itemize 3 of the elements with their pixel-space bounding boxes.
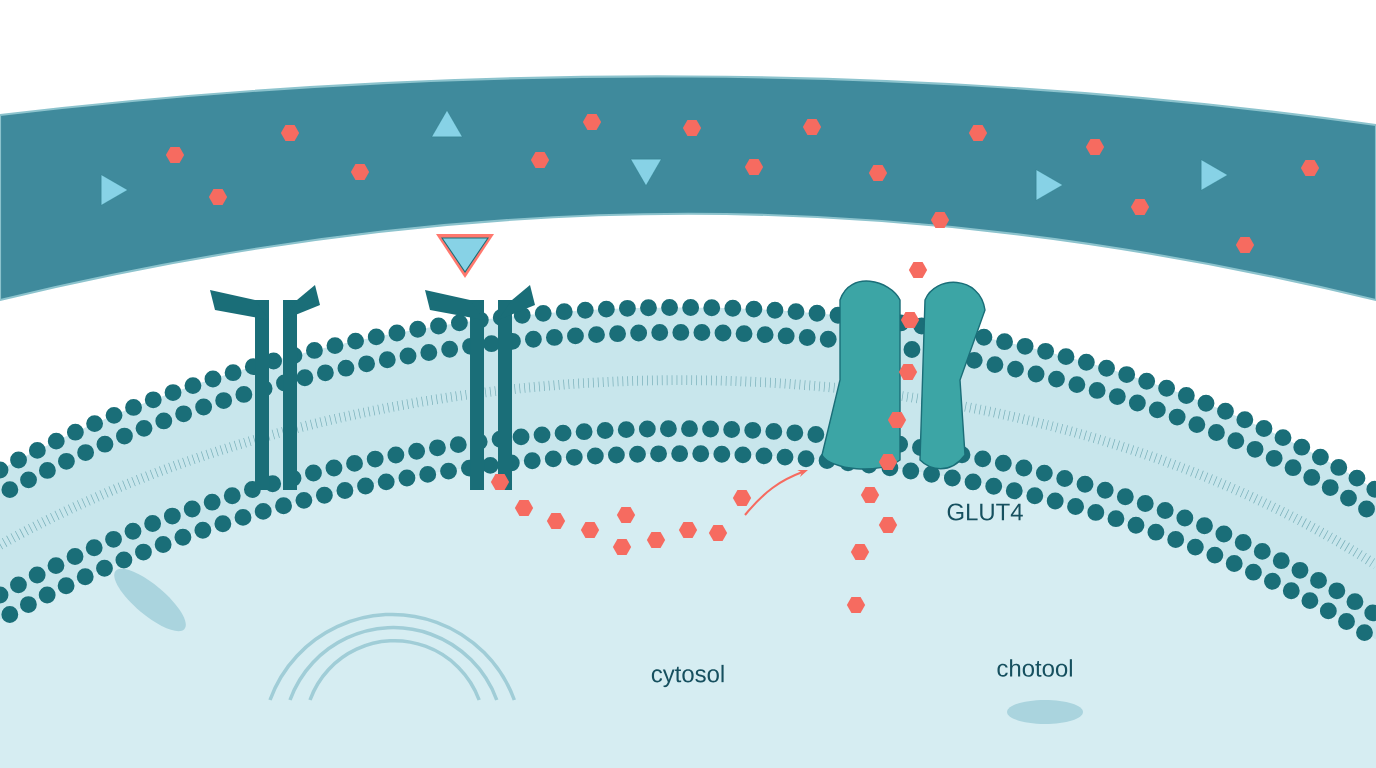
protein-label: GLUT4 [947, 503, 1023, 521]
region-label: cytosol [651, 664, 724, 688]
region-label: chotool [997, 659, 1072, 677]
